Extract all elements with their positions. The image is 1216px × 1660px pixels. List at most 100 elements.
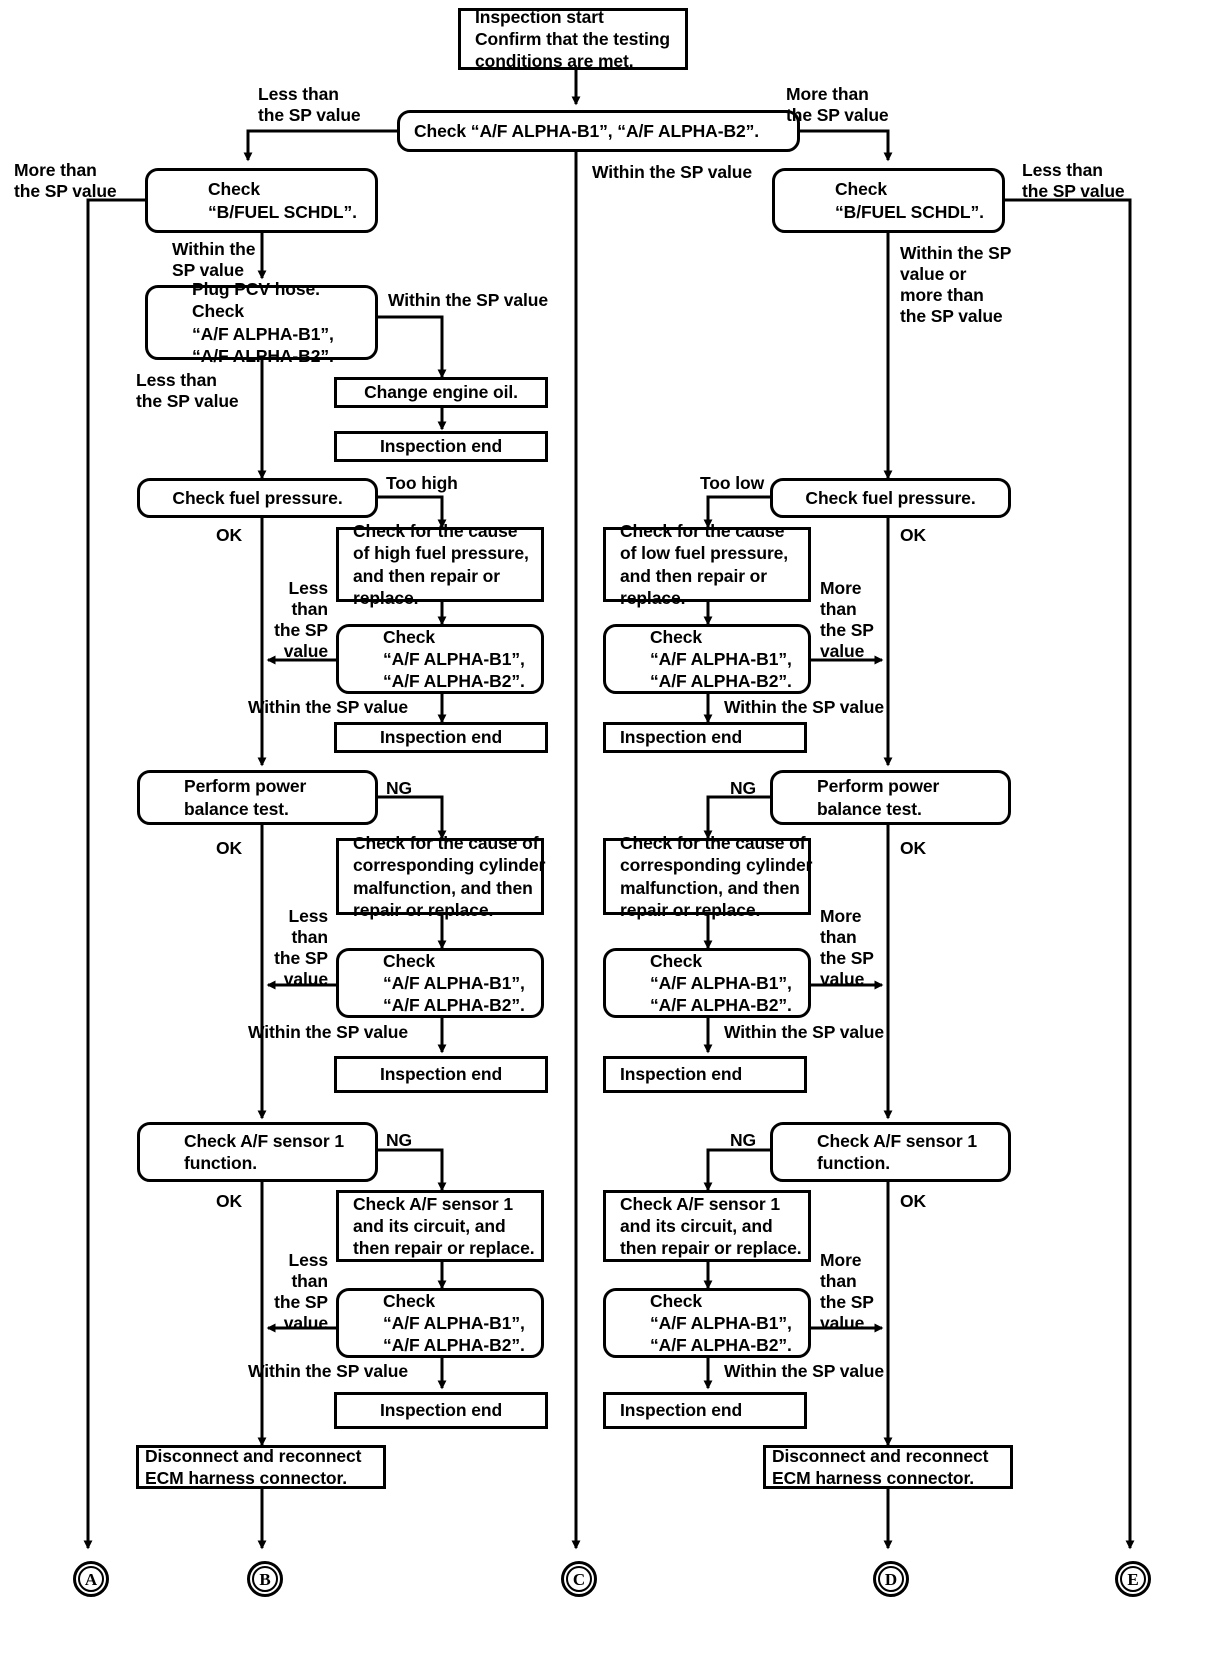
node-alpha-check-fuel-right: Check “A/F ALPHA-B1”, “A/F ALPHA-B2”. bbox=[603, 624, 811, 694]
power-right-line-1: Perform power bbox=[817, 776, 940, 797]
alpha-pb-right-line-1: Check bbox=[650, 950, 703, 971]
fuel-press-right-line: Check fuel pressure. bbox=[805, 487, 976, 508]
cause-low-line-1: Check for the cause bbox=[620, 521, 785, 542]
cyl-left-line-2: corresponding cylinder bbox=[353, 855, 546, 876]
label-ok-power-left: OK bbox=[216, 838, 243, 858]
start-line-2: Confirm that the testing bbox=[475, 28, 670, 49]
node-plug-pcv-hose: Plug PCV hose. Check “A/F ALPHA-B1”, “A/… bbox=[145, 279, 378, 366]
connector-d: D bbox=[873, 1561, 909, 1597]
cause-high-line-3: and then repair or bbox=[353, 565, 500, 586]
bfuel-left-line-2: “B/FUEL SCHDL”. bbox=[208, 201, 357, 222]
label-less-than-sp-fuel-left: Less than the SP value bbox=[274, 578, 328, 661]
connector-a: A bbox=[73, 1561, 109, 1597]
node-cylinder-malfunction-right: Check for the cause of corresponding cyl… bbox=[603, 833, 813, 920]
alpha-pb-left-line-3: “A/F ALPHA-B2”. bbox=[383, 995, 525, 1016]
label-within-sp-power-left: Within the SP value bbox=[248, 1022, 409, 1042]
label-within-sp-left-bfuel: Within the SP value bbox=[172, 239, 256, 280]
sensor-left-line-1: Check A/F sensor 1 bbox=[184, 1130, 344, 1151]
label-less-than-sp-sensor-left: Less than the SP value bbox=[274, 1250, 328, 1333]
cyl-left-line-1: Check for the cause of bbox=[353, 833, 539, 854]
node-change-engine-oil: Change engine oil. bbox=[334, 377, 548, 408]
node-ecm-harness-right: Disconnect and reconnect ECM harness con… bbox=[763, 1445, 1013, 1489]
label-too-low: Too low bbox=[700, 473, 765, 493]
sensor-circ-right-line-2: and its circuit, and bbox=[620, 1215, 773, 1236]
label-more-than-sp-sensor-right: More than the SP value bbox=[820, 1250, 874, 1333]
node-inspection-start: Inspection start Confirm that the testin… bbox=[458, 6, 688, 71]
label-ok-sensor-right: OK bbox=[900, 1191, 927, 1211]
label-within-sp-middle-c: Within the SP value bbox=[592, 162, 753, 182]
alpha-fp-left-line-2: “A/F ALPHA-B1”, bbox=[383, 648, 525, 669]
alpha-sn-right-line-1: Check bbox=[650, 1290, 703, 1311]
end-oil-line: Inspection end bbox=[379, 436, 503, 457]
alpha-fp-right-line-1: Check bbox=[650, 626, 703, 647]
cyl-right-line-2: corresponding cylinder bbox=[620, 855, 813, 876]
alpha-fp-right-line-3: “A/F ALPHA-B2”. bbox=[650, 671, 792, 692]
cyl-left-line-3: malfunction, and then bbox=[353, 877, 533, 898]
node-check-af-sensor-left: Check A/F sensor 1 function. bbox=[137, 1122, 378, 1182]
label-ng-sensor-left: NG bbox=[386, 1130, 413, 1150]
connector-c: C bbox=[561, 1561, 597, 1597]
label-within-sp-power-right: Within the SP value bbox=[724, 1022, 885, 1042]
alpha-fp-left-line-3: “A/F ALPHA-B2”. bbox=[383, 671, 525, 692]
node-check-af-sensor-right: Check A/F sensor 1 function. bbox=[770, 1122, 1011, 1182]
node-alpha-check-power-right: Check “A/F ALPHA-B1”, “A/F ALPHA-B2”. bbox=[603, 948, 811, 1018]
sensor-circ-right-line-3: then repair or replace. bbox=[620, 1238, 802, 1259]
end-fp-right-line: Inspection end bbox=[620, 727, 743, 748]
sensor-left-line-2: function. bbox=[184, 1153, 257, 1173]
alpha-sn-left-line-2: “A/F ALPHA-B1”, bbox=[383, 1312, 525, 1333]
cause-high-line-4: replace. bbox=[353, 587, 419, 608]
alpha-pb-left-line-2: “A/F ALPHA-B1”, bbox=[383, 972, 525, 993]
alpha-pb-right-line-3: “A/F ALPHA-B2”. bbox=[650, 995, 792, 1016]
label-more-than-sp-power-right: More than the SP value bbox=[820, 906, 874, 989]
node-check-fuel-pressure-right: Check fuel pressure. bbox=[770, 478, 1011, 518]
end-pb-left-line: Inspection end bbox=[379, 1064, 503, 1085]
cyl-left-line-4: repair or replace. bbox=[353, 899, 494, 920]
node-alpha-check-fuel-left: Check “A/F ALPHA-B1”, “A/F ALPHA-B2”. bbox=[336, 624, 544, 694]
end-pb-right-line: Inspection end bbox=[620, 1064, 743, 1085]
node-inspection-end-power-right: Inspection end bbox=[603, 1056, 807, 1093]
label-ng-sensor-right: NG bbox=[730, 1130, 757, 1150]
node-ecm-harness-left: Disconnect and reconnect ECM harness con… bbox=[136, 1445, 386, 1489]
node-sensor-circuit-right: Check A/F sensor 1 and its circuit, and … bbox=[603, 1190, 811, 1262]
node-inspection-end-power-left: Inspection end bbox=[334, 1056, 548, 1093]
cause-high-line-2: of high fuel pressure, bbox=[353, 543, 529, 564]
cause-high-line-1: Check for the cause bbox=[353, 521, 518, 542]
sensor-right-line-2: function. bbox=[817, 1153, 890, 1173]
ecm-left-line-1: Disconnect and reconnect bbox=[145, 1445, 362, 1466]
connector-b: B bbox=[247, 1561, 283, 1597]
node-check-fuel-pressure-left: Check fuel pressure. bbox=[137, 478, 378, 518]
alpha-sn-left-line-3: “A/F ALPHA-B2”. bbox=[383, 1335, 525, 1356]
node-alpha-check-power-left: Check “A/F ALPHA-B1”, “A/F ALPHA-B2”. bbox=[336, 948, 544, 1018]
cause-low-line-3: and then repair or bbox=[620, 565, 767, 586]
connector-a-label: A bbox=[78, 1566, 104, 1592]
start-line-1: Inspection start bbox=[475, 6, 604, 27]
sensor-circ-left-line-3: then repair or replace. bbox=[353, 1238, 535, 1259]
bfuel-left-line-1: Check bbox=[208, 179, 261, 200]
ecm-right-line-2: ECM harness connector. bbox=[772, 1468, 975, 1488]
pcv-line-2: Check bbox=[192, 301, 245, 322]
node-inspection-end-sensor-left: Inspection end bbox=[334, 1392, 548, 1429]
alpha-sn-right-line-2: “A/F ALPHA-B1”, bbox=[650, 1312, 792, 1333]
label-ok-power-right: OK bbox=[900, 838, 927, 858]
alpha-sn-right-line-3: “A/F ALPHA-B2”. bbox=[650, 1335, 792, 1356]
cyl-right-line-1: Check for the cause of bbox=[620, 833, 806, 854]
node-bfuel-schdl-right: Check “B/FUEL SCHDL”. bbox=[772, 168, 1005, 233]
alpha-fp-left-line-1: Check bbox=[383, 626, 436, 647]
label-ok-sensor-left: OK bbox=[216, 1191, 243, 1211]
connector-b-label: B bbox=[252, 1566, 278, 1592]
sensor-circ-left-line-2: and its circuit, and bbox=[353, 1215, 506, 1236]
node-power-balance-left: Perform power balance test. bbox=[137, 770, 378, 825]
alpha-pb-right-line-2: “A/F ALPHA-B1”, bbox=[650, 972, 792, 993]
label-ok-fuel-left: OK bbox=[216, 525, 243, 545]
label-within-sp-pcv: Within the SP value bbox=[388, 290, 549, 310]
label-less-than-sp-power-left: Less than the SP value bbox=[274, 906, 328, 989]
label-ng-power-right: NG bbox=[730, 778, 757, 798]
node-cause-high-fuel-pressure: Check for the cause of high fuel pressur… bbox=[336, 521, 544, 608]
sensor-circ-right-line-1: Check A/F sensor 1 bbox=[620, 1193, 780, 1214]
power-left-line-1: Perform power bbox=[184, 776, 307, 797]
power-right-line-2: balance test. bbox=[817, 798, 922, 819]
label-less-than-sp-top-left: Less than the SP value bbox=[258, 84, 361, 125]
node-cylinder-malfunction-left: Check for the cause of corresponding cyl… bbox=[336, 833, 546, 920]
node-alpha-check-sensor-left: Check “A/F ALPHA-B1”, “A/F ALPHA-B2”. bbox=[336, 1288, 544, 1358]
